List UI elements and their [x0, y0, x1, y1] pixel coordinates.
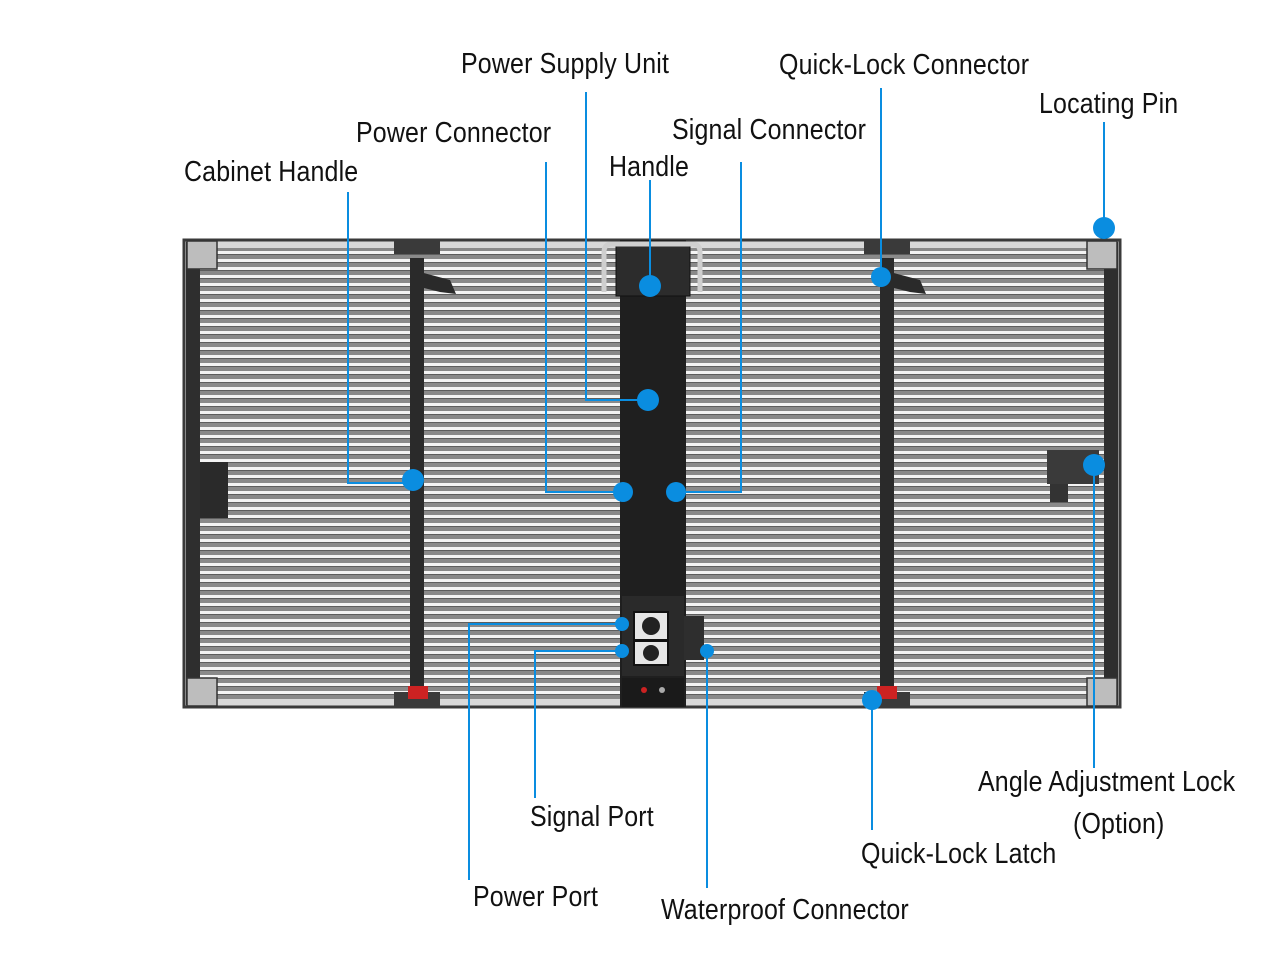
port-socket-1	[642, 617, 660, 635]
label-power-supply-unit: Power Supply Unit	[461, 48, 670, 80]
label-locating-pin: Locating Pin	[1039, 88, 1179, 120]
led-panel	[182, 238, 1122, 709]
right-red-latch	[877, 686, 897, 699]
label-angle-adjustment-option: (Option)	[1073, 808, 1165, 840]
power-connector-leader	[545, 162, 623, 493]
left-hook	[420, 272, 456, 294]
power-port-leader	[468, 623, 622, 880]
handle-dot	[639, 275, 661, 297]
label-signal-port: Signal Port	[530, 801, 654, 833]
cabinet-handle-leader	[347, 192, 413, 484]
label-quick-lock-latch: Quick-Lock Latch	[861, 838, 1057, 870]
callout-lines	[347, 88, 1105, 888]
port-socket-2	[643, 645, 659, 661]
spine-base-dot-1	[641, 687, 647, 693]
quick-lock-latch-dot	[862, 690, 882, 710]
label-handle: Handle	[609, 151, 690, 183]
right-vertical-rail	[880, 258, 894, 698]
waterproof-connector-dot	[700, 644, 714, 658]
spine-base-dot-2	[659, 687, 665, 693]
left-frame-rail	[186, 242, 200, 705]
signal-connector-leader	[676, 162, 742, 493]
right-frame-rail	[1104, 242, 1118, 705]
corner-brackets	[186, 240, 1118, 707]
angle-lock-dot	[1083, 454, 1105, 476]
right-rail-clamp	[864, 240, 910, 254]
psu-dot	[637, 389, 659, 411]
signal-port-leader	[534, 650, 622, 798]
power-connector-dot	[613, 482, 633, 502]
label-waterproof-connector: Waterproof Connector	[661, 894, 909, 926]
right-hook	[890, 272, 926, 294]
label-power-connector: Power Connector	[356, 117, 552, 149]
power-port-dot	[615, 617, 629, 631]
spine-base	[622, 678, 684, 707]
waterproof-connector-body	[684, 616, 704, 660]
label-angle-adjustment-lock: Angle Adjustment Lock	[978, 766, 1236, 798]
handle-bar	[601, 241, 703, 292]
signal-connector-dot	[666, 482, 686, 502]
psu-leader	[585, 92, 648, 401]
signal-port-dot	[615, 644, 629, 658]
psu-top-box	[615, 243, 691, 297]
label-quick-lock-connector: Quick-Lock Connector	[779, 49, 1030, 81]
left-side-handle	[200, 462, 228, 518]
callout-dots	[402, 217, 1115, 710]
label-cabinet-handle: Cabinet Handle	[184, 156, 359, 188]
quick-lock-connector-dot	[871, 267, 891, 287]
left-red-latch	[408, 686, 428, 699]
left-rail-clamp	[394, 240, 440, 254]
label-signal-connector: Signal Connector	[672, 114, 867, 146]
label-power-port: Power Port	[473, 881, 599, 913]
angle-lock-arm	[1050, 484, 1068, 502]
cabinet-handle-dot	[402, 469, 424, 491]
locating-pin-dot	[1093, 217, 1115, 239]
